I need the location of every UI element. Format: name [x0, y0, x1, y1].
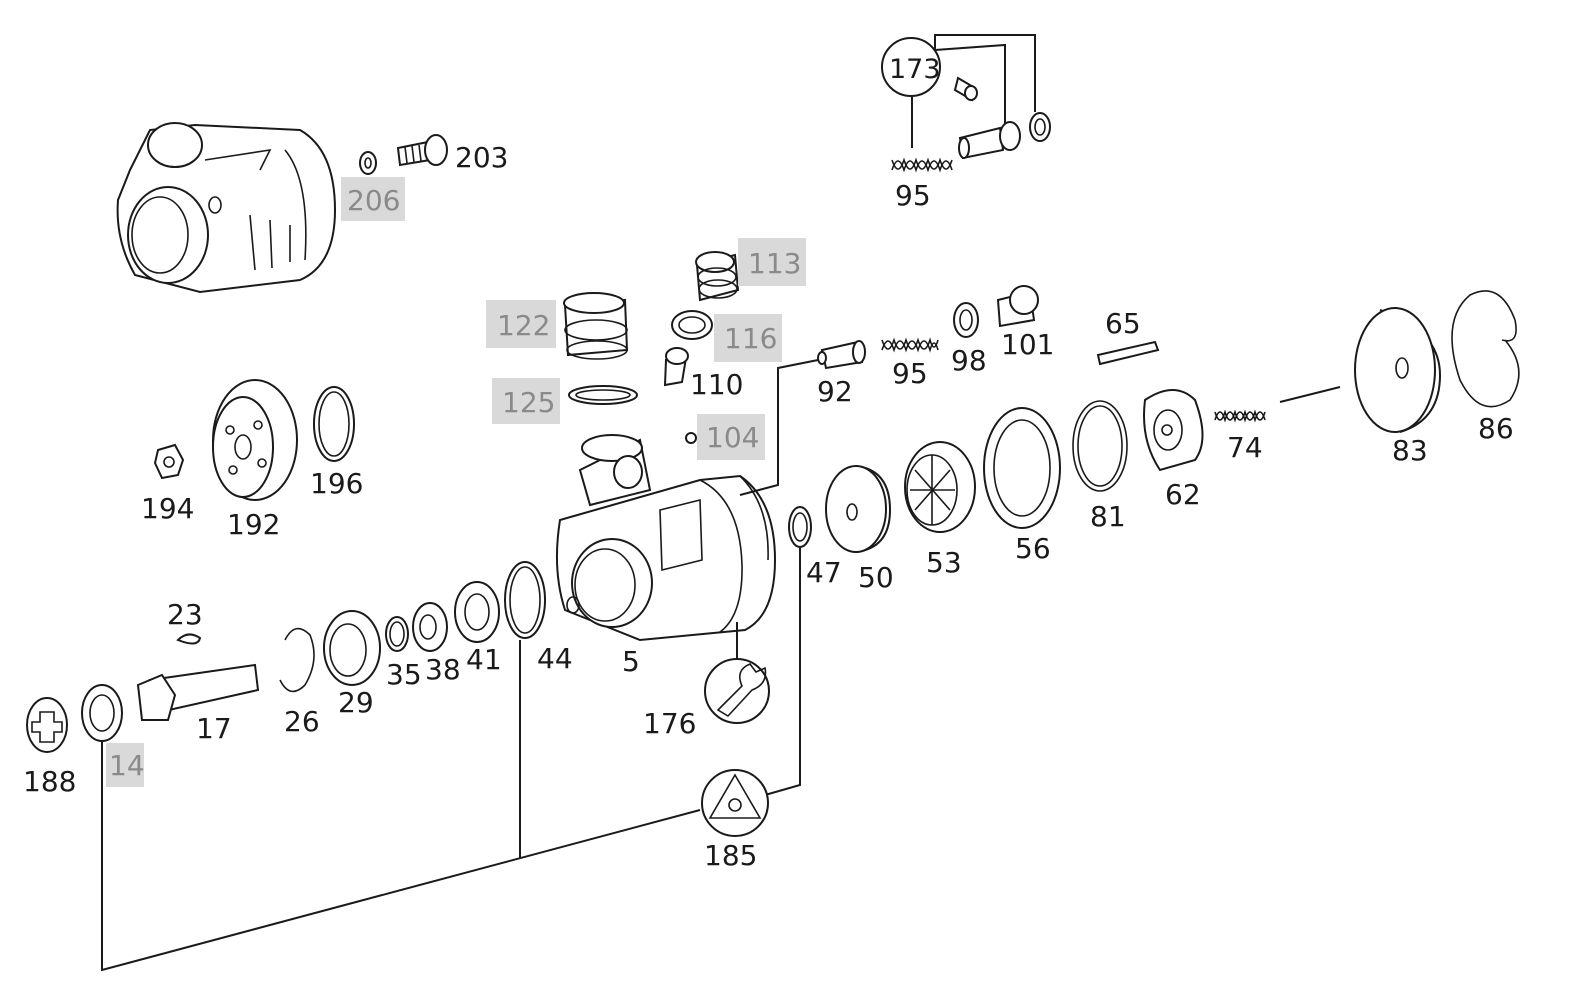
- label-173: 173: [889, 54, 941, 85]
- label-83: 83: [1392, 434, 1428, 467]
- part-50-plate: [825, 465, 892, 553]
- label-56: 56: [1015, 532, 1051, 565]
- assembled-pump-drawing: [116, 122, 337, 294]
- part-188-cap: [26, 697, 68, 753]
- label-95-top: 95: [895, 179, 931, 212]
- part-83-cover: [1354, 307, 1442, 433]
- part-203-screw: [396, 134, 448, 167]
- part-38-bearing: [412, 602, 448, 652]
- part-110-plug: [663, 347, 689, 387]
- label-101: 101: [1001, 328, 1054, 361]
- label-176: 176: [643, 707, 696, 740]
- label-53: 53: [926, 546, 962, 579]
- part-35-ring: [385, 616, 409, 652]
- highlight-104: [697, 414, 765, 460]
- reference-line-kit: [101, 740, 701, 972]
- label-47: 47: [806, 556, 842, 589]
- label-188: 188: [23, 765, 76, 798]
- highlight-113: [738, 238, 806, 286]
- label-206: 206: [347, 184, 400, 217]
- part-116-oring: [671, 310, 713, 340]
- label-81: 81: [1090, 500, 1126, 533]
- highlight-125: [492, 378, 560, 424]
- label-104: 104: [706, 421, 759, 454]
- label-203: 203: [455, 141, 508, 174]
- label-44: 44: [537, 642, 573, 675]
- label-110: 110: [690, 368, 743, 401]
- part-113-fitting: [695, 251, 740, 302]
- part-65-pin: [1096, 340, 1160, 366]
- part-98-seal: [953, 302, 979, 338]
- part-74-spring: [1214, 409, 1266, 423]
- highlight-14: [106, 743, 144, 787]
- label-23: 23: [167, 598, 203, 631]
- label-65: 65: [1105, 307, 1141, 340]
- label-5: 5: [622, 645, 640, 678]
- part-17-shaft: [136, 663, 260, 721]
- part-192-gear: [212, 379, 298, 501]
- label-62: 62: [1165, 478, 1201, 511]
- part-62-pressure-plate: [1143, 389, 1204, 472]
- label-185: 185: [704, 839, 757, 872]
- part-92-valve: [817, 340, 866, 370]
- highlight-122: [486, 300, 556, 348]
- part-56-cam-ring: [983, 407, 1061, 529]
- part-206-washer: [359, 151, 377, 175]
- label-50: 50: [858, 561, 894, 594]
- part-26-circlip: [279, 627, 315, 693]
- part-53-rotor: [904, 441, 976, 533]
- label-26: 26: [284, 705, 320, 738]
- label-29: 29: [338, 686, 374, 719]
- part-44-oring: [504, 561, 546, 639]
- triangle-plate-icon: [701, 769, 769, 837]
- highlight-206: [341, 177, 405, 221]
- label-35: 35: [386, 658, 422, 691]
- label-122: 122: [497, 309, 550, 342]
- label-38: 38: [425, 653, 461, 686]
- label-86: 86: [1478, 412, 1514, 445]
- part-125-seal-ring: [568, 385, 638, 405]
- label-92: 92: [817, 375, 853, 408]
- reference-line-83: [1279, 386, 1341, 403]
- highlight-116: [714, 314, 782, 362]
- part-5-housing: [555, 434, 777, 642]
- label-41: 41: [466, 643, 502, 676]
- part-14-seal: [81, 684, 123, 742]
- label-125: 125: [502, 386, 555, 419]
- part-41-bearing: [454, 581, 500, 643]
- label-192: 192: [227, 508, 280, 541]
- callout-circle-173: [881, 37, 941, 97]
- reference-line-47: [764, 545, 801, 796]
- reference-line-92: [739, 359, 819, 496]
- part-47-oring: [788, 506, 812, 548]
- label-98: 98: [951, 344, 987, 377]
- label-74: 74: [1227, 431, 1263, 464]
- part-95-spring: [881, 337, 939, 353]
- part-173-assembly: [891, 34, 1051, 173]
- part-104-ball: [685, 432, 697, 444]
- part-29-bearing: [323, 610, 381, 686]
- label-196: 196: [310, 467, 363, 500]
- label-113: 113: [748, 247, 801, 280]
- part-81-oring: [1072, 400, 1128, 492]
- label-95: 95: [892, 357, 928, 390]
- label-116: 116: [724, 322, 777, 355]
- label-194: 194: [141, 492, 194, 525]
- part-101-plug-screw: [996, 285, 1039, 328]
- part-86-snap-ring: [1451, 290, 1520, 408]
- wrench-icon: [704, 658, 770, 724]
- part-122-union: [563, 292, 629, 360]
- label-17: 17: [196, 712, 232, 745]
- label-14: 14: [109, 749, 145, 782]
- part-194-nut: [153, 443, 185, 480]
- part-196-oring: [313, 386, 355, 462]
- part-23-key: [176, 633, 202, 645]
